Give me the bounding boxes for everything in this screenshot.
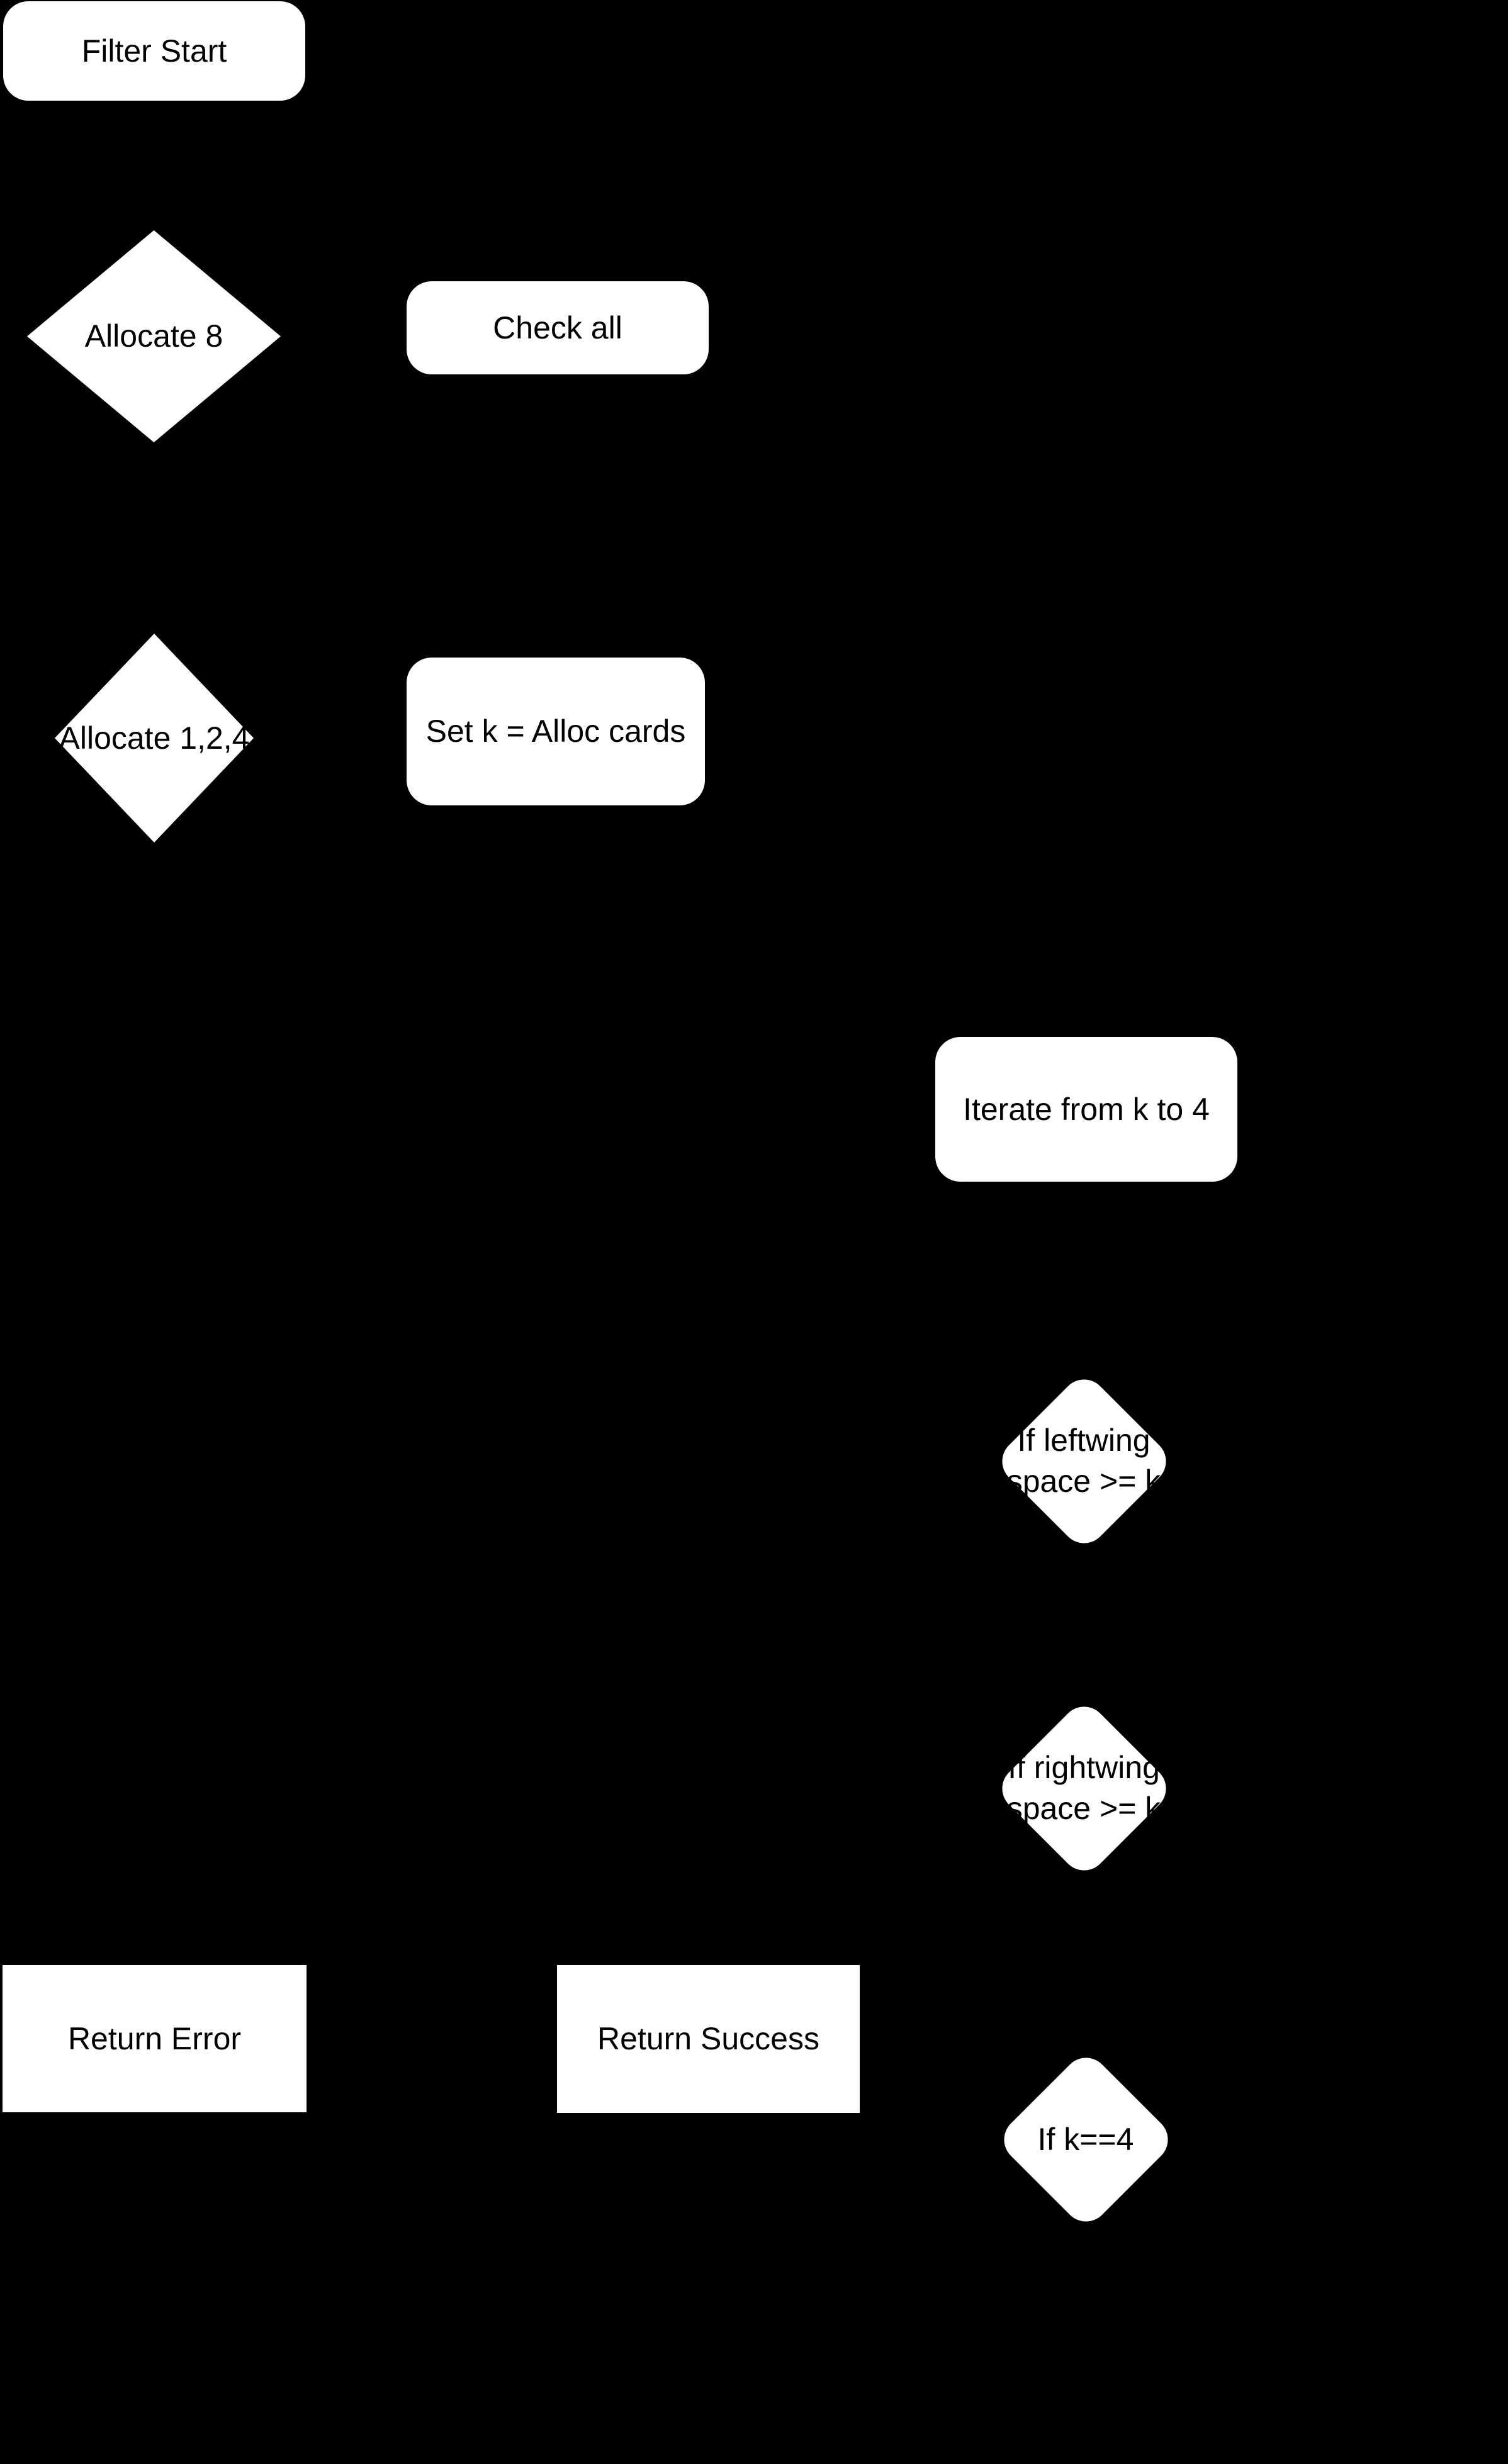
node-iterate-k-to-4: Iterate from k to 4	[935, 1037, 1237, 1182]
node-return-success-label: Return Success	[597, 2021, 819, 2056]
node-set-k-label: Set k = Alloc cards	[425, 714, 686, 749]
node-if-k-equals-4-text: If k==4	[1037, 2121, 1134, 2157]
node-if-k-equals-4-label: If k==4	[994, 2048, 1177, 2231]
node-allocate-124: Allocate 1,2,4	[55, 634, 254, 843]
node-set-k: Set k = Alloc cards	[407, 658, 705, 805]
node-iterate-label: Iterate from k to 4	[963, 1091, 1210, 1127]
node-check-all: Check all	[407, 281, 709, 374]
node-return-error-label: Return Error	[67, 2020, 242, 2056]
node-if-leftwing: If leftwing space >= k	[993, 1370, 1175, 1552]
node-allocate-8-label: Allocate 8	[84, 318, 223, 354]
node-filter-start-label: Filter Start	[81, 33, 227, 69]
node-if-leftwing-label: If leftwing space >= k	[993, 1370, 1175, 1552]
node-if-leftwing-line1: If leftwing	[1017, 1423, 1151, 1458]
node-allocate-124-label: Allocate 1,2,4	[59, 720, 250, 756]
node-if-rightwing-line1: If rightwing	[1008, 1750, 1160, 1785]
node-return-error: Return Error	[3, 1965, 307, 2112]
node-check-all-label: Check all	[493, 310, 622, 345]
node-filter-start: Filter Start	[3, 1, 305, 101]
node-if-k-equals-4: If k==4	[994, 2048, 1177, 2231]
node-return-success: Return Success	[557, 1965, 860, 2113]
node-allocate-8: Allocate 8	[27, 230, 281, 442]
node-if-rightwing: If rightwing space >= k	[993, 1697, 1175, 1879]
node-if-rightwing-label: If rightwing space >= k	[993, 1697, 1175, 1879]
node-if-leftwing-line2: space >= k	[1006, 1464, 1161, 1499]
node-if-rightwing-line2: space >= k	[1006, 1791, 1161, 1826]
